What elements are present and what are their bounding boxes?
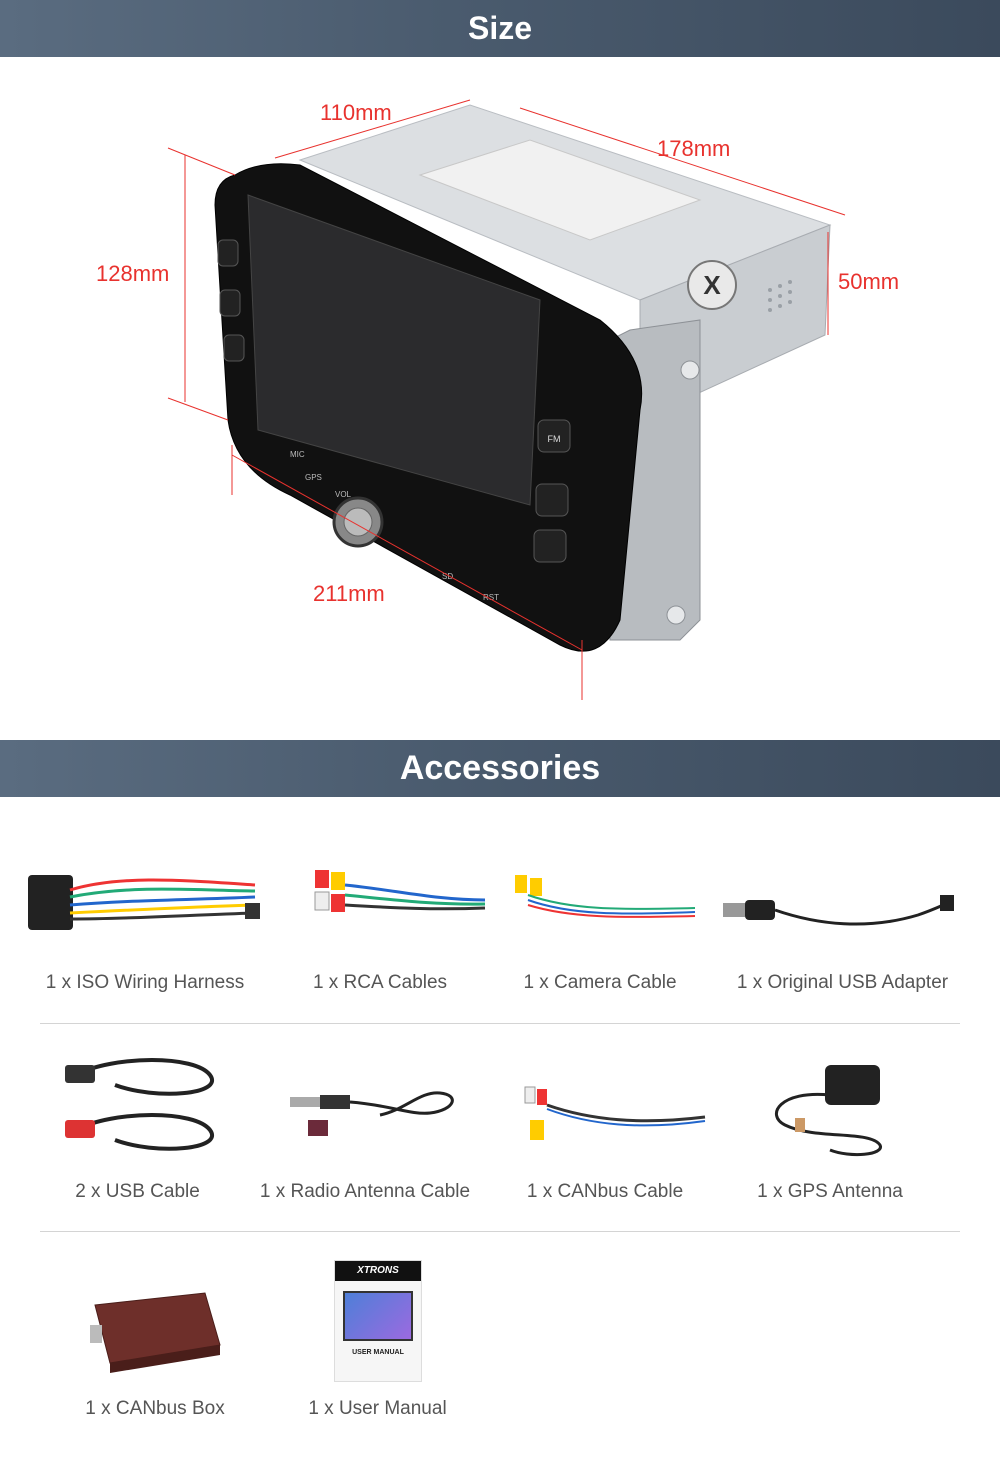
svg-text:SD: SD [442,572,453,581]
accessory-label: 1 x Original USB Adapter [736,972,949,993]
gps-antenna-icon [774,1065,882,1156]
usb-adapter-icon [723,895,954,926]
accessories-section-title: Accessories [0,740,1000,797]
dimension-front-width: 211mm [313,581,385,606]
wiring-harness-icon [28,875,260,930]
rca-cables-icon [314,870,486,912]
row-divider [40,1023,960,1024]
radio-antenna-cable-icon [290,1091,454,1136]
accessory-label: 1 x RCA Cables [312,972,448,993]
manual-title: USER MANUAL [352,1349,404,1356]
svg-text:X: X [703,270,721,300]
user-manual-icon: XTRONS USER MANUAL [334,1260,422,1382]
device-screen [247,194,541,506]
accessory-label: 1 x CANbus Box [85,1398,225,1419]
xtrons-seal-icon [687,260,737,310]
svg-text:RST: RST [483,593,499,602]
manual-screen-image [343,1291,413,1341]
dimension-width-top: 110mm [320,100,392,125]
svg-text:GPS: GPS [305,473,322,482]
dimension-depth: 178mm [657,136,731,161]
svg-text:MIC: MIC [290,450,305,459]
accessory-label: 1 x Radio Antenna Cable [259,1181,471,1202]
canbus-box-icon [90,1292,221,1373]
product-dimension-illustration: X FM MIC GPS VOL SD RST [167,99,846,700]
accessory-label: 1 x CANbus Cable [526,1181,684,1202]
fm-button-label: FM [548,434,561,444]
accessory-label: 1 x Camera Cable [523,972,677,993]
canbus-cable-icon [524,1086,706,1140]
accessory-label: 2 x USB Cable [75,1181,200,1202]
row-divider [40,1231,960,1232]
manual-brand: XTRONS [335,1261,421,1281]
size-section-title: Size [0,0,1000,57]
accessory-label: 1 x GPS Antenna [757,1181,903,1202]
chassis-label [418,139,702,241]
camera-cable-icon [515,875,696,918]
usb-cable-icon [65,1058,215,1151]
dimension-chassis-height: 50mm [838,269,900,294]
accessory-label: 1 x ISO Wiring Harness [45,972,245,993]
svg-text:VOL: VOL [335,490,352,499]
accessory-label: 1 x User Manual [308,1398,447,1419]
dimension-height: 128mm [96,261,170,286]
